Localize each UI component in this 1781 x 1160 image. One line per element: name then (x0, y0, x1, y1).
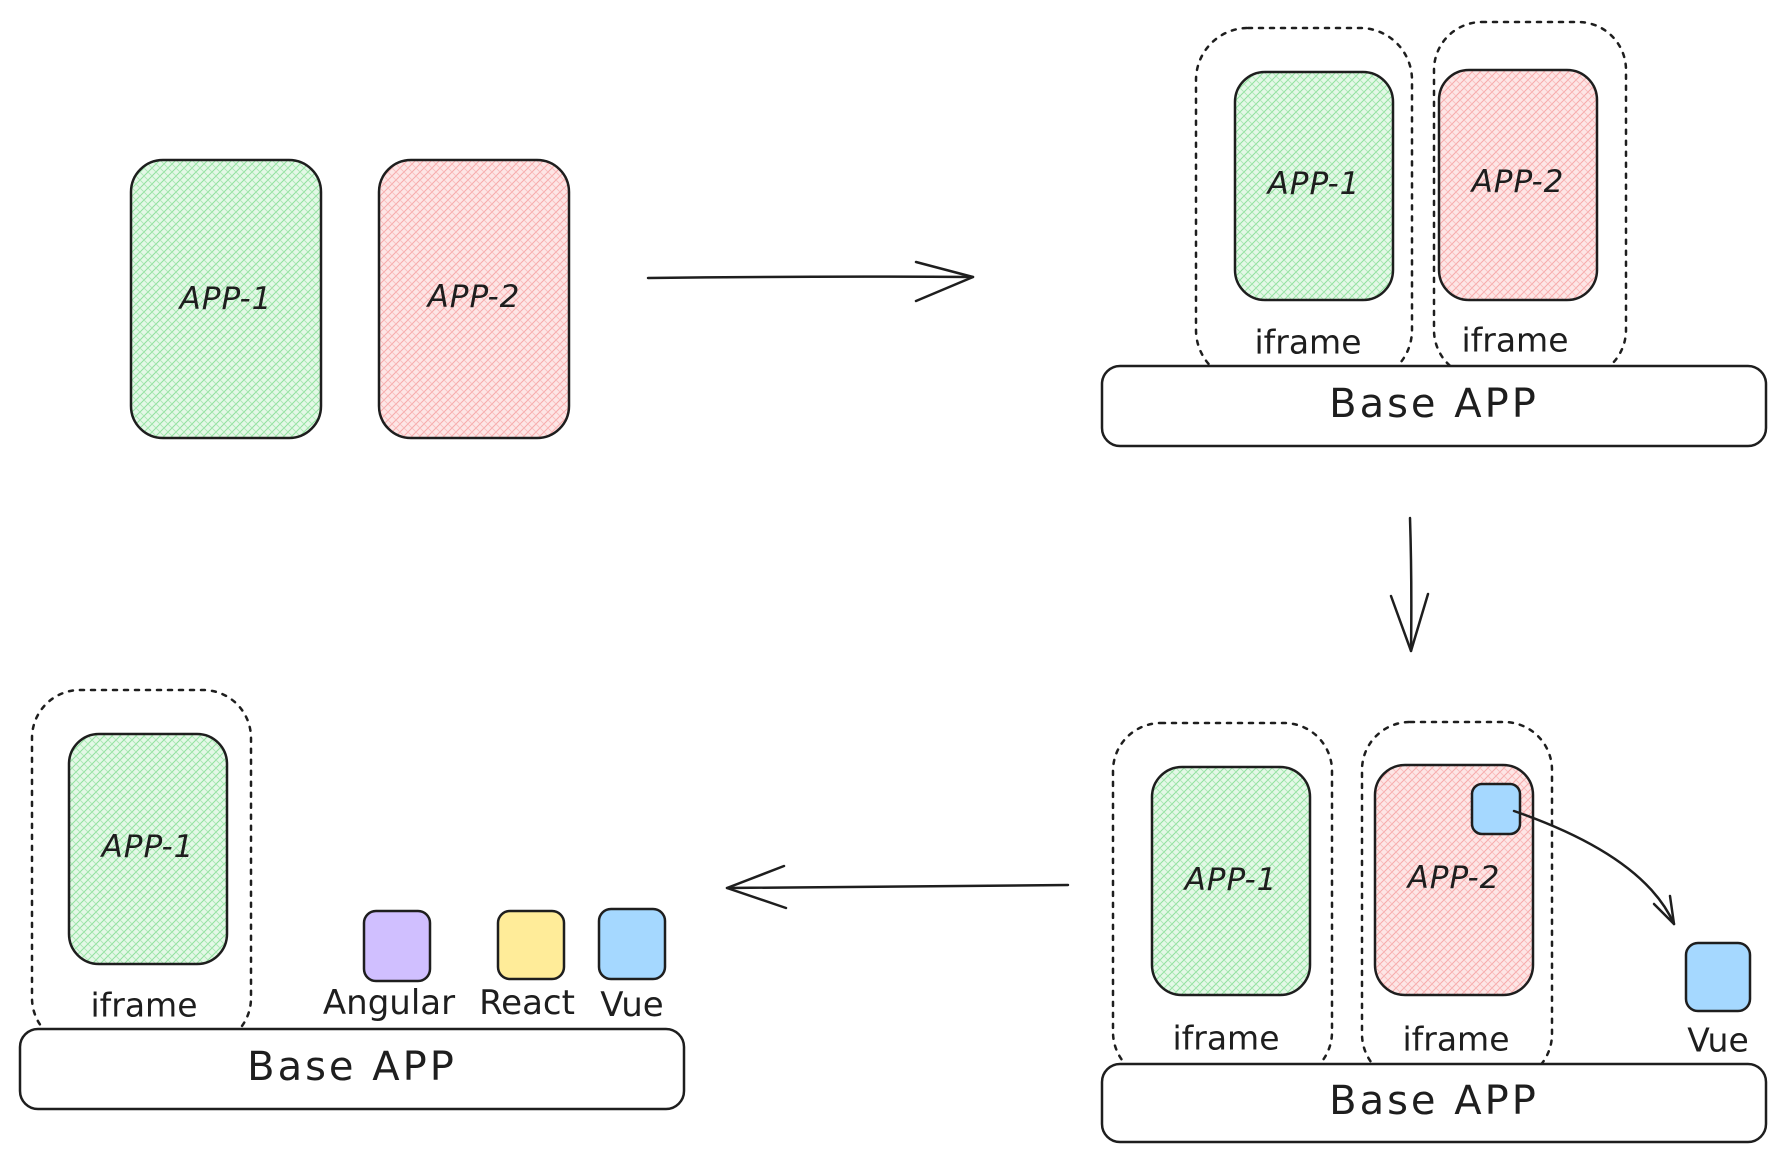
step3-extracted-vue-block (1684, 941, 1752, 1013)
arrow-down (1389, 516, 1430, 653)
step2-iframe1-label: iframe (1254, 323, 1361, 362)
step3-iframe2-label: iframe (1402, 1020, 1509, 1059)
step4-angular-label: Angular (323, 983, 455, 1023)
step3-iframe2-container (1360, 720, 1554, 1084)
step4-react-block (496, 909, 566, 981)
step4-vue-label: Vue (600, 985, 663, 1025)
step3-app2-label: APP-2 (1406, 860, 1501, 896)
step3-iframe1-label: iframe (1172, 1019, 1279, 1058)
arrow-right (646, 260, 975, 303)
step4-vue-block (597, 907, 667, 981)
step4-angular-block (362, 909, 432, 983)
step1-app2-box (377, 158, 571, 440)
step4-app1-label: APP-1 (100, 829, 195, 865)
step3-base-app-label: Base APP (1329, 1078, 1539, 1124)
step4-group: Base APP APP-1 iframe Angular React Vue (18, 688, 686, 1111)
step2-app2-label: APP-2 (1470, 164, 1565, 200)
step2-iframe1-container (1194, 26, 1414, 384)
step1-app1-box (129, 158, 323, 440)
step3-app1-label: APP-1 (1183, 862, 1278, 898)
step2-iframe2-label: iframe (1461, 321, 1568, 360)
step2-base-app-label: Base APP (1329, 381, 1539, 427)
step2-app1-label: APP-1 (1266, 166, 1361, 202)
step2-app1-box (1233, 70, 1395, 302)
step2-base-app (1100, 364, 1768, 448)
step4-react-label: React (479, 983, 575, 1023)
step1-group: APP-1 APP-2 (129, 158, 571, 440)
step2-app2-box (1437, 68, 1599, 302)
step3-embedded-vue-block (1470, 782, 1522, 836)
step3-base-app (1100, 1062, 1768, 1144)
step4-app1-box (67, 732, 229, 966)
arrow-left (725, 864, 1070, 910)
step3-extract-arrow (1512, 809, 1676, 926)
step3-extracted-vue-label: Vue (1687, 1021, 1749, 1060)
step1-app1-label: APP-1 (178, 281, 273, 317)
step1-app2-label: APP-2 (426, 279, 521, 315)
step3-group: Base APP APP-1 APP-2 iframe iframe Vue (1100, 720, 1768, 1144)
step4-base-app-label: Base APP (247, 1044, 457, 1090)
step2-group: Base APP APP-1 APP-2 iframe iframe (1100, 20, 1768, 448)
step4-base-app (18, 1027, 686, 1111)
step3-app1-box (1150, 765, 1312, 997)
step4-iframe1-label: iframe (90, 986, 197, 1025)
